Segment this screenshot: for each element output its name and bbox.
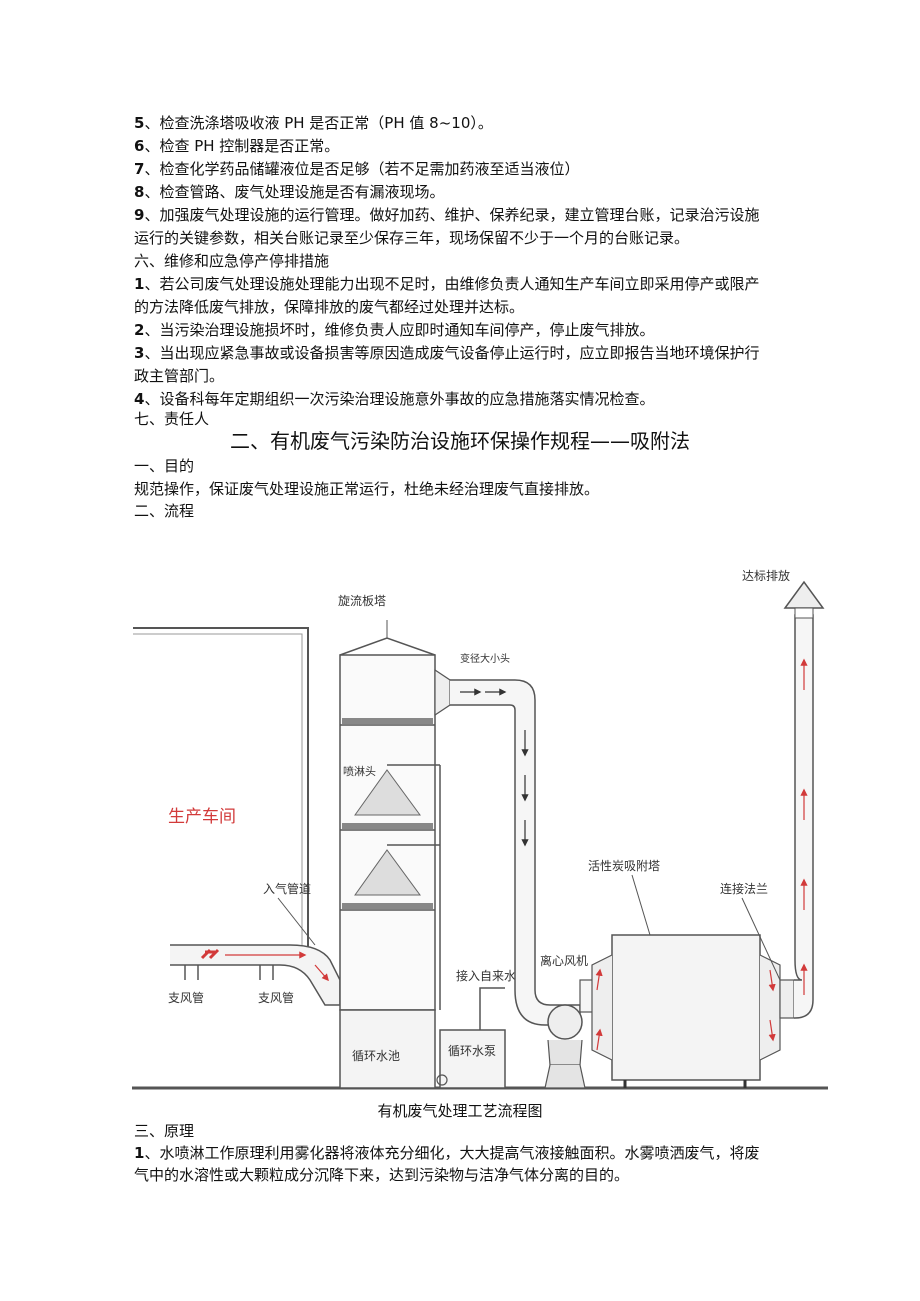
paragraph: 1、水喷淋工作原理利用雾化器将液体充分细化，大大提高气液接触面积。水雾喷洒废气，… — [134, 1144, 760, 1162]
paragraph: 气中的水溶性或大颗粒成分沉降下来，达到污染物与洁净气体分离的目的。 — [134, 1166, 630, 1184]
pump-label: 循环水泵 — [448, 1044, 496, 1058]
centrifugal-fan — [547, 1004, 583, 1040]
spray-cone-lower — [354, 849, 421, 896]
carbon-adsorption-tower — [611, 934, 761, 1081]
main-heading: 二、有机废气污染防治设施环保操作规程——吸附法 — [230, 429, 690, 453]
section-item: 的方法降低废气排放，保障排放的废气都经过处理并达标。 — [134, 298, 525, 316]
tap-water-label: 接入自来水 — [456, 968, 516, 983]
process-flow-diagram: 生产车间 支风管 支风管 入气管道 旋流板塔 喷淋头 循环 — [132, 568, 828, 1090]
check-item-6: 6、检查 PH 控制器是否正常。 — [134, 137, 340, 155]
reducer-label: 变径大小头 — [460, 652, 510, 665]
section-title: 六、维修和应急停产停排措施 — [134, 252, 330, 270]
inlet-pipe-label: 入气管道 — [263, 881, 311, 896]
carbon-tower-label: 活性炭吸附塔 — [588, 859, 660, 873]
section-item: 3、当出现应紧急事故或设备损害等原因造成废气设备停止运行时，应立即报告当地环境保… — [134, 344, 760, 362]
circulation-pump — [439, 1029, 506, 1089]
check-item-9-cont: 运行的关键参数，相关台账记录至少保存三年，现场保留不少于一个月的台账记录。 — [134, 229, 690, 247]
check-item-8: 8、检查管路、废气处理设施是否有漏液现场。 — [134, 183, 445, 201]
fan-label: 离心风机 — [540, 953, 588, 968]
circulation-pool — [339, 1009, 436, 1089]
sprayer-label: 喷淋头 — [343, 765, 376, 778]
section-item: 1、若公司废气处理设施处理能力出现不足时，由维修负责人通知生产车间立即采用停产或… — [134, 275, 760, 293]
section-title: 七、责任人 — [134, 410, 210, 428]
section-title: 三、原理 — [134, 1122, 195, 1140]
tower-label: 旋流板塔 — [338, 594, 386, 608]
section-title: 一、目的 — [134, 457, 195, 475]
section-item: 政主管部门。 — [134, 367, 225, 385]
exhaust-label: 达标排放 — [742, 568, 790, 583]
workshop-outline — [133, 627, 309, 960]
spray-cone-upper — [354, 769, 421, 816]
diagram-caption: 有机废气处理工艺流程图 — [377, 1102, 543, 1120]
flange-label: 连接法兰 — [720, 881, 768, 896]
pool-label: 循环水池 — [352, 1049, 400, 1063]
section-item: 4、设备科每年定期组织一次污染治理设施意外事故的应急措施落实情况检查。 — [134, 390, 655, 408]
connecting-flange — [779, 979, 795, 1019]
check-item-7: 7、检查化学药品储罐液位是否足够（若不足需加药液至适当液位） — [134, 160, 580, 178]
section-item: 2、当污染治理设施损坏时，维修负责人应即时通知车间停产，停止废气排放。 — [134, 321, 655, 339]
workshop-label: 生产车间 — [168, 807, 236, 827]
branch-pipe-label-2: 支风管 — [258, 990, 294, 1005]
check-item-9: 9、加强废气处理设施的运行管理。做好加药、维护、保养纪录，建立管理台账，记录治污… — [134, 206, 760, 224]
section-title: 二、流程 — [134, 502, 195, 520]
scrubber-tower — [339, 654, 436, 1011]
reducer — [434, 668, 451, 717]
paragraph: 规范操作，保证废气处理设施正常运行，杜绝未经治理废气直接排放。 — [134, 480, 600, 498]
check-item-5: 5、检查洗涤塔吸收液 PH 是否正常（PH 值 8~10）。 — [134, 114, 493, 132]
branch-pipe-label-1: 支风管 — [168, 990, 204, 1005]
